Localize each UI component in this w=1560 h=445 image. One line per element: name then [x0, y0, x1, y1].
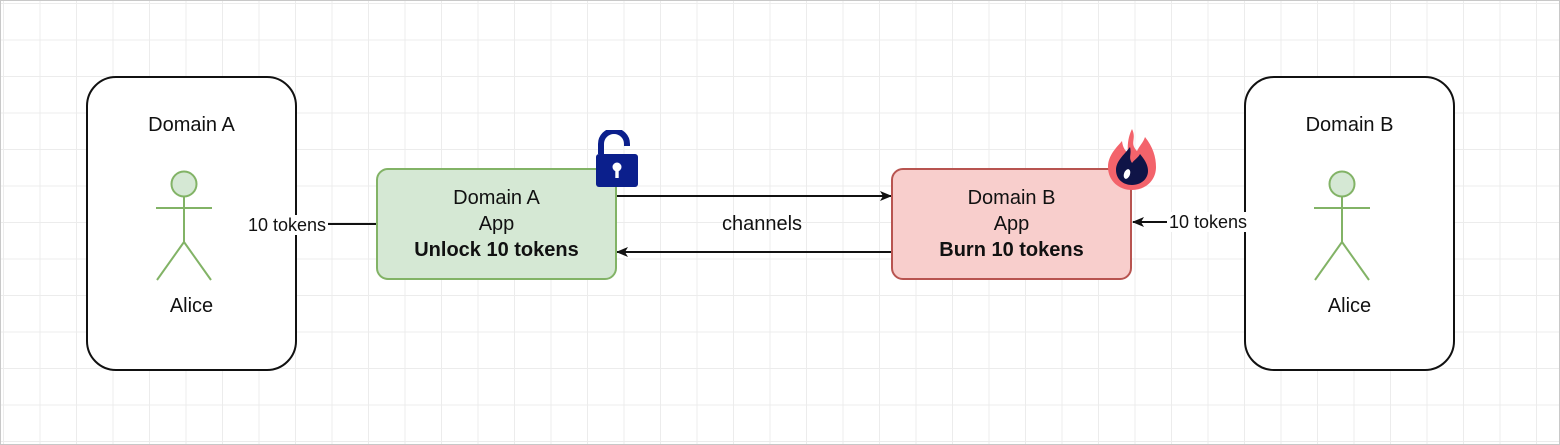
- domain-b-app-action: Burn 10 tokens: [939, 239, 1084, 261]
- domain-b-container[interactable]: Domain B Alice: [1244, 76, 1455, 371]
- domain-a-app-subtitle: App: [478, 213, 515, 235]
- transfer-label-b: 10 tokens: [1167, 212, 1250, 232]
- actor-alice-a-icon[interactable]: [154, 170, 214, 285]
- flame-icon: [1108, 129, 1156, 190]
- domain-a-app-action: Unlock 10 tokens: [414, 239, 579, 261]
- domain-b-app-box[interactable]: Domain B App Burn 10 tokens: [891, 168, 1132, 280]
- domain-b-app-name: Domain B: [967, 187, 1056, 209]
- domain-b-title: Domain B: [1305, 114, 1394, 136]
- transfer-label-a: 10 tokens: [246, 215, 329, 235]
- domain-a-title: Domain A: [148, 114, 235, 136]
- channels-label: channels: [721, 213, 803, 235]
- domain-a-app-box[interactable]: Domain A App Unlock 10 tokens: [376, 168, 617, 280]
- domain-b-app-subtitle: App: [993, 213, 1030, 235]
- actor-alice-b-label: Alice: [1327, 295, 1372, 317]
- domain-a-app-name: Domain A: [453, 187, 540, 209]
- padlock-open-icon: [596, 130, 638, 187]
- actor-alice-b-icon[interactable]: [1312, 170, 1372, 285]
- actor-alice-a-label: Alice: [169, 295, 214, 317]
